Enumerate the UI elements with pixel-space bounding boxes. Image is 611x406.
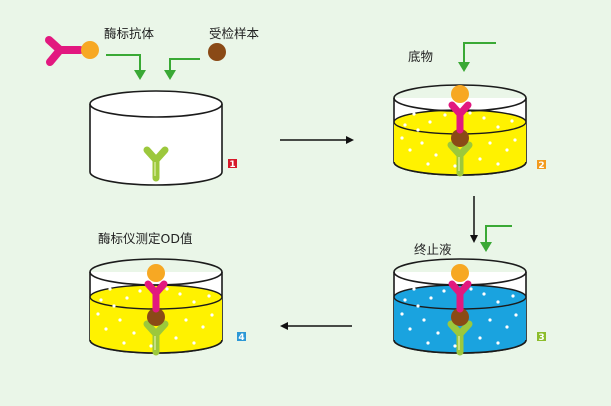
enzyme-icon — [451, 85, 469, 103]
step-2: 底物 2 — [393, 42, 546, 175]
substrate-bubbles — [96, 287, 214, 348]
enzyme-antibody-label: 酶标抗体 — [104, 26, 155, 41]
substrate-label: 底物 — [408, 49, 433, 64]
step-4: 酶标仪测定OD值 4 — [89, 231, 246, 353]
sample-icon — [208, 43, 226, 61]
flow-arrow-left — [280, 322, 352, 330]
step-badge-4 — [237, 332, 246, 341]
stop-solution-label: 终止液 — [414, 242, 452, 257]
flow-arrow-down — [470, 196, 478, 243]
add-arrow-icon — [480, 225, 512, 252]
enzyme-icon — [147, 264, 165, 282]
step-number-1: 1 — [229, 160, 235, 170]
sample-icon — [147, 308, 165, 326]
add-arrow-icon — [458, 42, 496, 72]
enzyme-icon — [451, 264, 469, 282]
step-number-3: 3 — [538, 333, 544, 343]
step-badge-1 — [228, 159, 237, 168]
step-number-2: 2 — [538, 161, 544, 171]
add-arrow-icon — [106, 54, 200, 80]
enzyme-antibody-icon — [45, 36, 99, 66]
test-sample-label: 受检样本 — [209, 26, 260, 41]
sample-icon — [451, 308, 469, 326]
flow-arrow-right — [280, 136, 354, 144]
step-badge-2 — [537, 160, 546, 169]
sample-icon — [451, 129, 469, 147]
step-3: 终止液 3 — [393, 225, 546, 353]
measure-od-label: 酶标仪测定OD值 — [98, 231, 192, 246]
step-badge-3 — [537, 332, 546, 341]
stop-solution-bubbles — [400, 287, 518, 348]
step-number-4: 4 — [238, 333, 244, 343]
substrate-bubbles — [400, 111, 517, 168]
well-1 — [89, 90, 223, 186]
step-1: 酶标抗体 受检样本 1 — [45, 26, 260, 186]
